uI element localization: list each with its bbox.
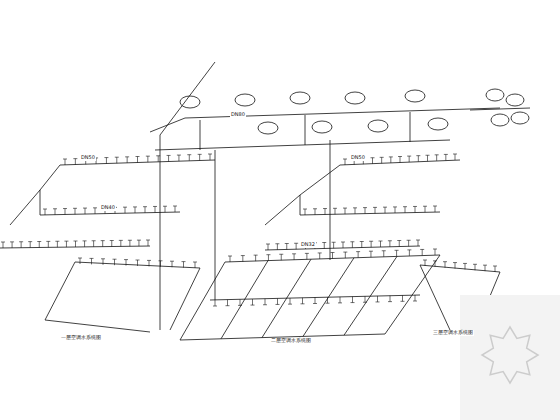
drawing-label: DN32 xyxy=(300,242,316,248)
drawing-label: 三层空调水系统图 xyxy=(432,330,474,336)
drawing-label: DN80 xyxy=(230,112,246,118)
drawing-label: DN50 xyxy=(350,155,366,161)
drawing-label: 一层空调水系统图 xyxy=(60,335,102,341)
drawing-label: DN40 xyxy=(100,205,116,211)
drawing-label: DN50 xyxy=(80,155,96,161)
watermark xyxy=(482,327,538,383)
drawing-label: 二层空调水系统图 xyxy=(270,338,312,344)
